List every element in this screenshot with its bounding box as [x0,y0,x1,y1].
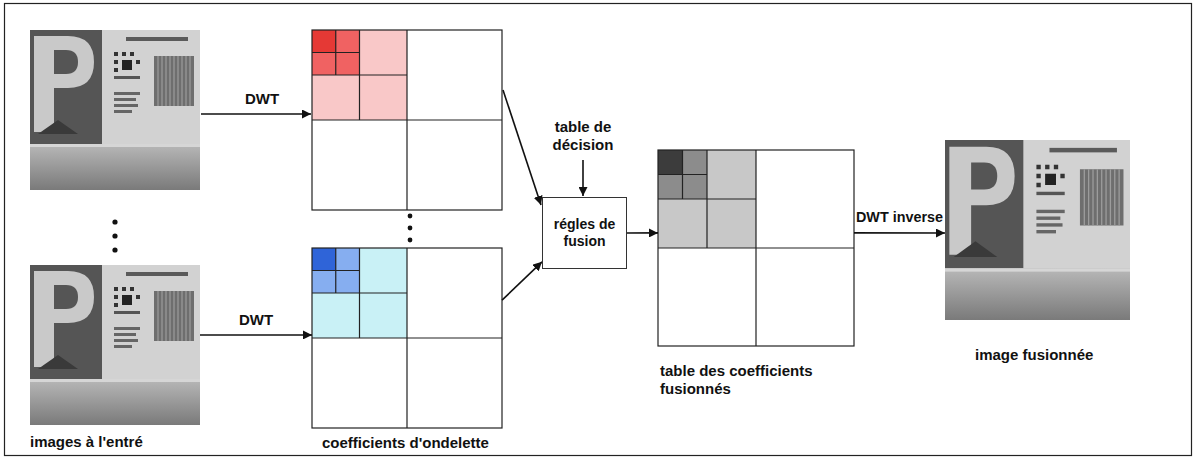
arrow-connector [627,232,658,234]
fused-grid-frame: table des coefficients fusionnés [658,150,854,346]
edge-label: DWT inverse [856,209,943,226]
arrow-connector [502,262,542,300]
decision-table-label: table de décision [540,118,626,154]
box-text: régles de fusion [549,216,620,250]
caption-text: coefficients d'ondelette [322,434,489,452]
outer-frame [5,4,1192,456]
wavelet-grid-blue [312,248,502,428]
input-image-frame: images à l'entré [30,265,200,425]
layout-arrows [201,90,583,205]
arrow-connector [200,334,312,336]
coefficient-grid-frame: coefficients d'ondelette [312,248,502,428]
fused-image-frame: image fusionnée [945,140,1130,320]
caption-text: images à l'entré [30,433,143,451]
input-image [30,30,200,190]
caption-text: image fusionnée [975,346,1093,364]
fused-image [945,140,1130,320]
wavelet-grid-red [312,30,502,210]
fused-coefficient-grid [658,150,854,346]
caption-text: table des coefficients fusionnés [660,362,845,398]
transform-label: DWT [222,90,302,108]
arrow-connector [854,232,945,234]
ellipsis-dots [112,214,412,253]
fusion-rule-box: régles de fusion [542,197,627,269]
input-image [30,265,200,425]
edge-label: DWT [239,311,273,329]
